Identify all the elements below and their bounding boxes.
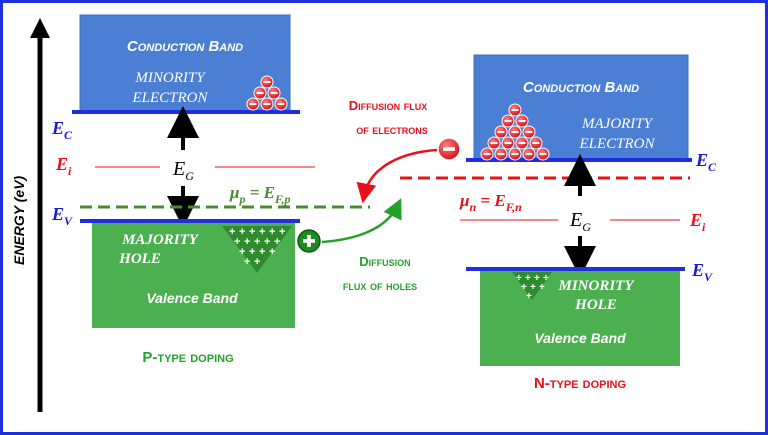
hole-flux-arrow	[321, 198, 402, 244]
p-ev-label: EV	[51, 204, 73, 228]
svg-text:+: +	[229, 226, 235, 238]
energy-axis-label: ENERGY (eV)	[11, 175, 27, 265]
n-minority-holes: ++++ +++ +	[512, 272, 552, 302]
n-majority-electrons	[480, 103, 550, 161]
svg-text:+: +	[530, 282, 536, 293]
svg-text:+: +	[259, 226, 265, 238]
svg-text:+: +	[269, 246, 275, 258]
hole-flux-label-2: flux of holes	[343, 278, 417, 293]
p-ei-label: Ei	[55, 154, 72, 178]
p-majority-label-2: HOLE	[118, 251, 161, 267]
svg-text:+: +	[521, 282, 527, 293]
n-doping-label: N-type doping	[534, 375, 626, 392]
energy-axis-arrowhead	[30, 18, 50, 38]
svg-text:+: +	[534, 273, 540, 284]
diffusing-electron-icon	[437, 137, 461, 161]
n-valence-band	[480, 270, 680, 366]
n-minority-label-2: HOLE	[574, 297, 617, 313]
electron-flux-label-1: Diffusion flux	[349, 98, 428, 113]
diffusing-hole-icon	[297, 229, 321, 253]
svg-text:+: +	[516, 273, 522, 284]
p-valence-label: Valence Band	[146, 290, 238, 306]
p-majority-label-1: MAJORITY	[121, 232, 200, 248]
svg-text:+: +	[234, 236, 240, 248]
svg-text:+: +	[539, 282, 545, 293]
p-conduction-label: Conduction Band	[127, 38, 243, 55]
n-conduction-label: Conduction Band	[523, 79, 639, 96]
hole-flux-label-1: Diffusion	[359, 254, 410, 269]
svg-text:+: +	[259, 246, 265, 258]
svg-text:+: +	[249, 246, 255, 258]
p-eg-label: EG	[172, 158, 194, 183]
svg-text:+: +	[254, 256, 260, 268]
svg-text:+: +	[244, 256, 250, 268]
svg-text:+: +	[269, 226, 275, 238]
p-ec-label: EC	[51, 118, 73, 142]
svg-text:+: +	[239, 246, 245, 258]
svg-text:+: +	[279, 226, 285, 238]
p-minority-label-2: ELECTRON	[131, 90, 208, 106]
n-ev-label: EV	[691, 260, 713, 284]
n-minority-label-1: MINORITY	[557, 278, 635, 294]
p-fermi-label: μp = EF,p	[229, 183, 290, 206]
p-doping-label: P-type doping	[142, 349, 233, 366]
n-majority-label-1: MAJORITY	[581, 116, 654, 132]
n-valence-label: Valence Band	[534, 330, 626, 346]
n-ec-label: EC	[695, 150, 717, 174]
svg-text:+: +	[249, 226, 255, 238]
n-ei-label: Ei	[689, 210, 706, 234]
n-fermi-label: μn = EF,n	[459, 191, 522, 214]
svg-text:+: +	[264, 236, 270, 248]
p-minority-electrons	[246, 75, 288, 111]
n-eg-label: EG	[569, 209, 591, 234]
n-majority-label-2: ELECTRON	[578, 136, 655, 152]
svg-text:+: +	[274, 236, 280, 248]
electron-flux-arrow	[356, 148, 438, 204]
electron-flux-label-2: of electrons	[356, 122, 428, 137]
svg-text:+: +	[543, 273, 549, 284]
svg-text:+: +	[526, 291, 532, 302]
p-majority-holes: ++++++ +++++ ++++ ++	[222, 226, 292, 273]
svg-text:+: +	[239, 226, 245, 238]
p-minority-label-1: MINORITY	[134, 70, 206, 86]
svg-text:+: +	[525, 273, 531, 284]
svg-text:+: +	[254, 236, 260, 248]
svg-text:+: +	[244, 236, 250, 248]
